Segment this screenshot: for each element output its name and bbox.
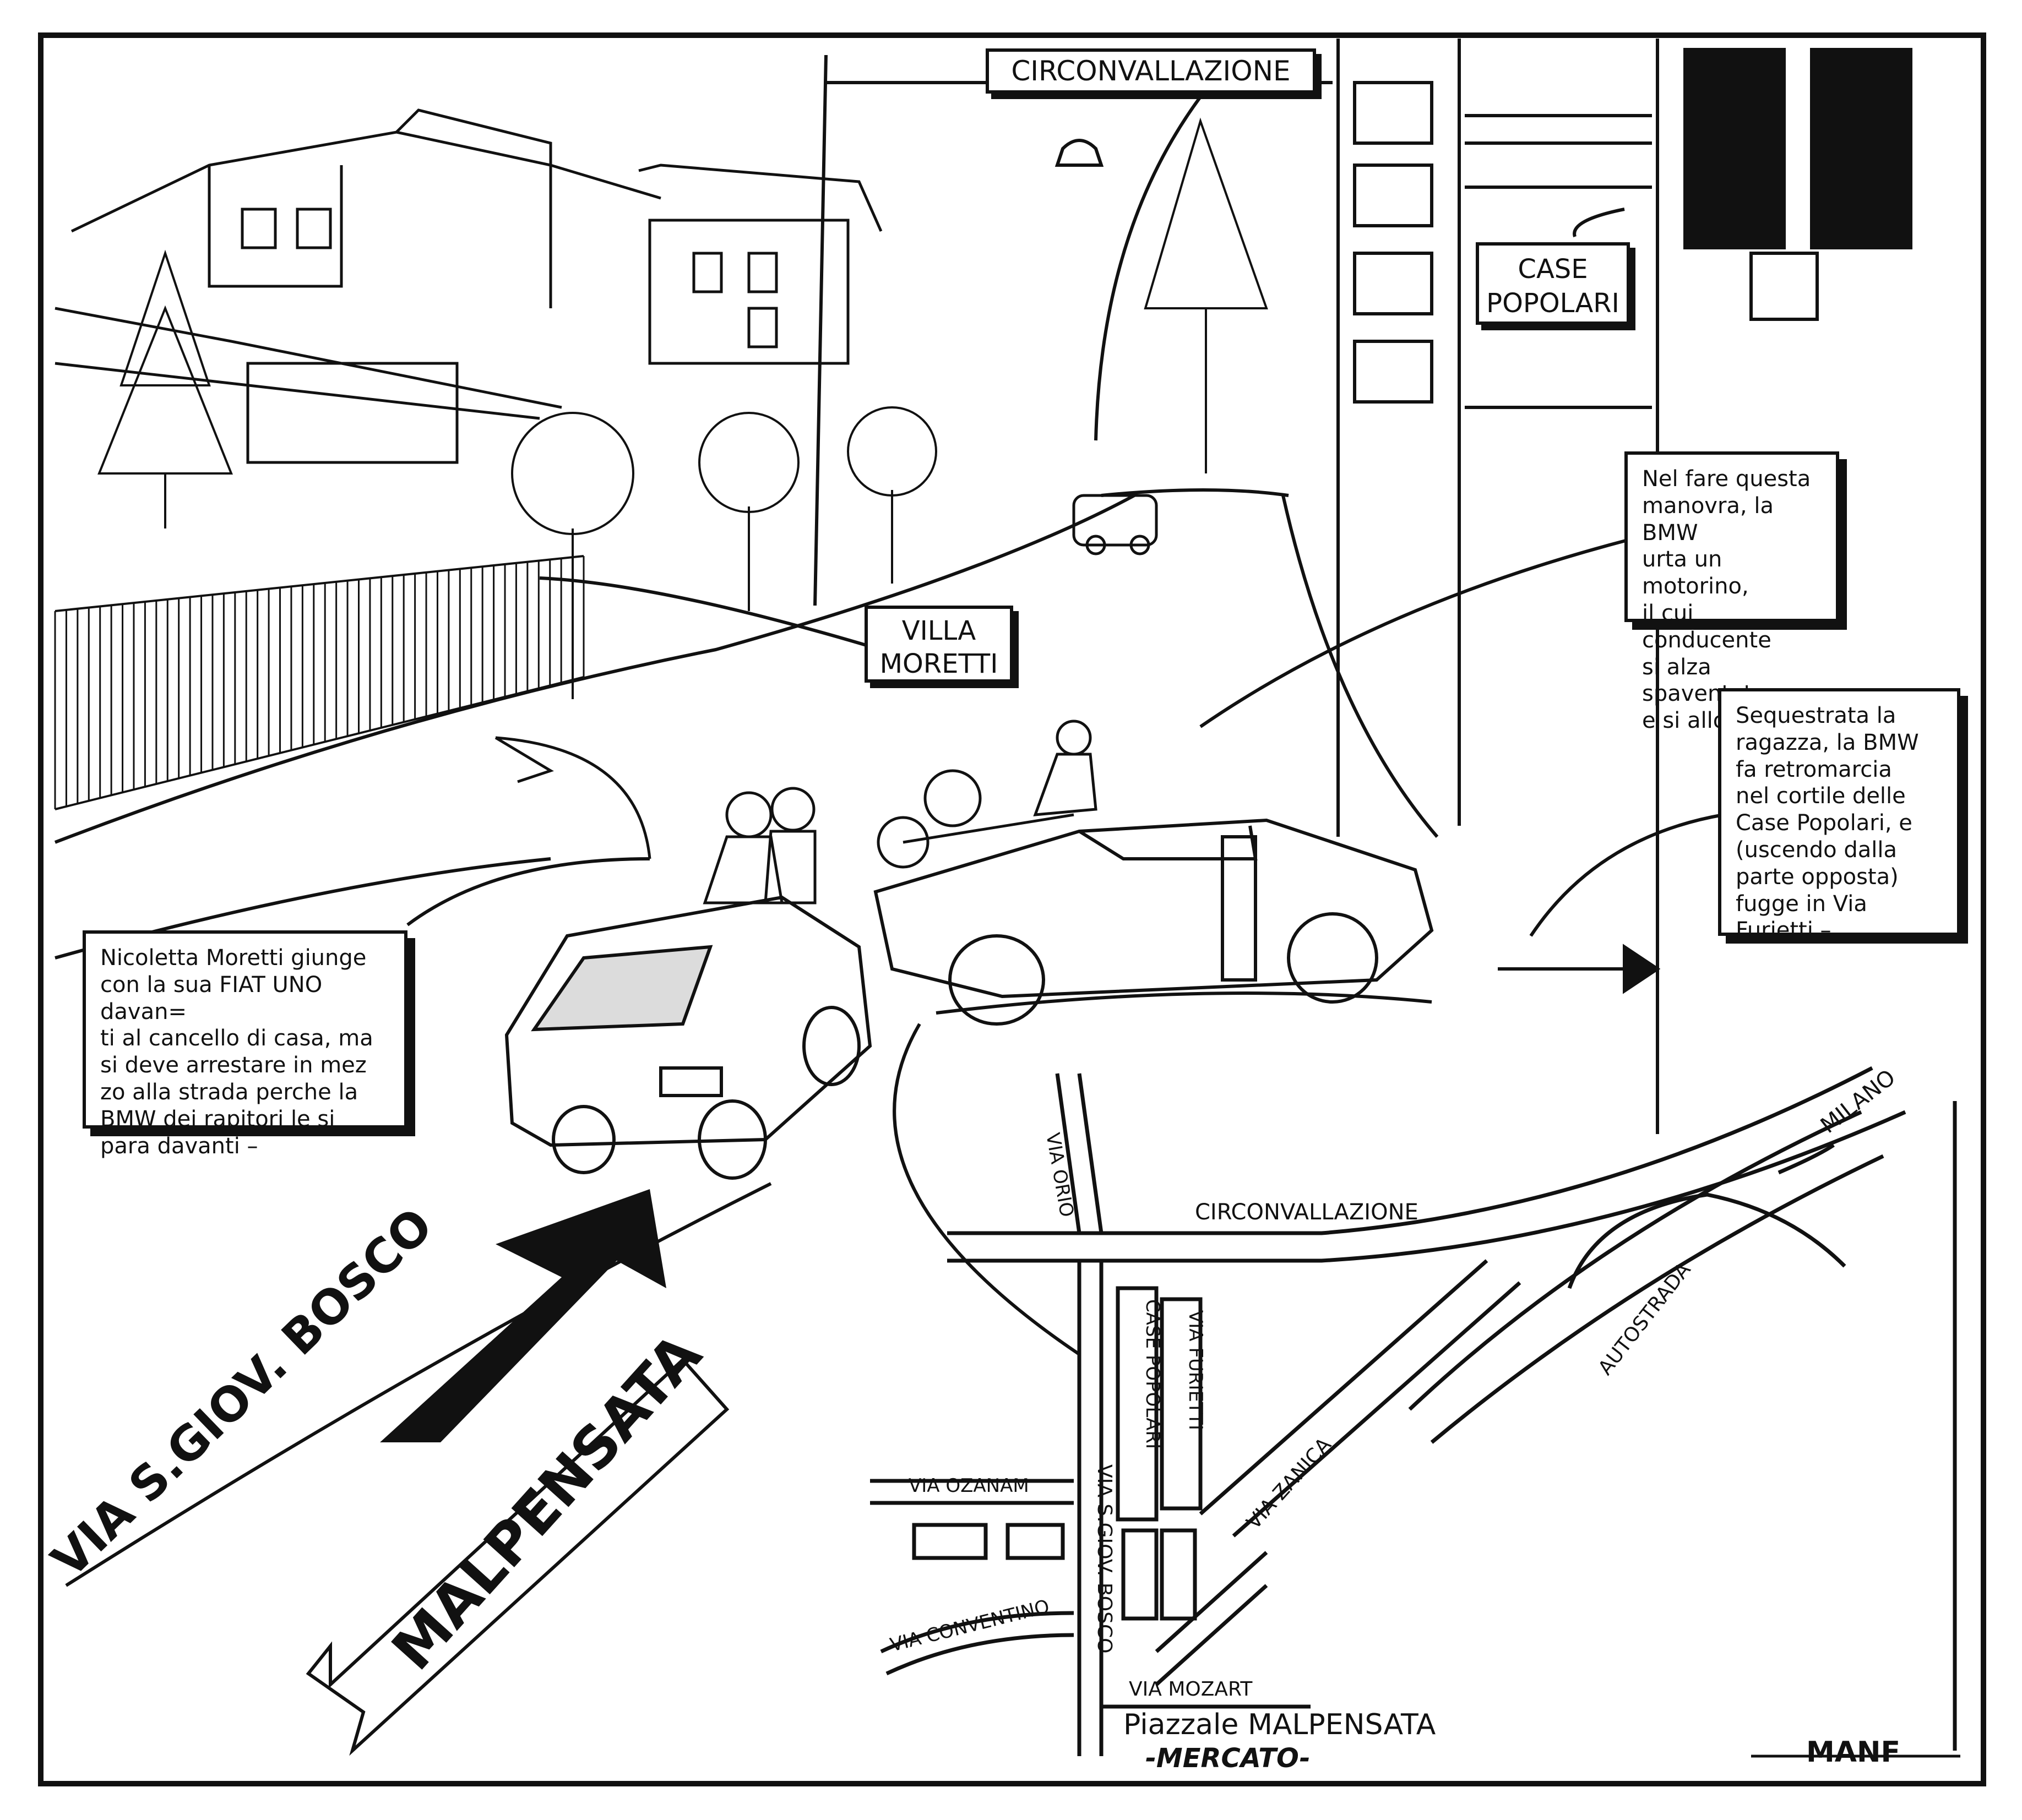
caption-pointers <box>406 81 1724 1356</box>
frame-border <box>38 32 1986 1786</box>
villa-houses-sketch <box>55 108 883 464</box>
sign-villa-moretti: VILLA MORETTI <box>865 606 1013 683</box>
distant-car-sketch <box>1072 494 1158 555</box>
fiat-uno-sketch <box>504 895 872 1180</box>
map-label-via-ozanam: VIA OZANAM <box>909 1475 1029 1497</box>
exit-arrow-sketch <box>1498 944 1661 994</box>
curved-arrow-sketch <box>494 736 651 859</box>
map-label-via-furietti: VIA FURIETTI <box>1184 1310 1206 1430</box>
road-sketch <box>54 488 1439 1587</box>
map-label-circonvallazione: CIRCONVALLAZIONE <box>1195 1200 1418 1225</box>
map-label-via-s-giov-bosco: VIA S.GIOV. BOSCO <box>1093 1464 1116 1653</box>
artist-signature: MANF <box>1806 1736 1900 1769</box>
malpensata-arrow-outline <box>306 1357 730 1756</box>
map-label-mercato: -MERCATO- <box>1145 1743 1311 1774</box>
caption-nicoletta: Nicoletta Moretti giunge con la sua FIAT… <box>83 930 407 1159</box>
figures-sketch <box>703 720 1097 904</box>
map-label-piazzale: Piazzale MALPENSATA <box>1123 1708 1436 1741</box>
map-label-via-zanica: VIA ZANICA <box>1242 1434 1336 1534</box>
sign-circonvallazione: CIRCONVALLAZIONE <box>986 48 1316 94</box>
map-label-autostrada: AUTOSTRADA <box>1594 1258 1695 1379</box>
map-label-via-mozart: VIA MOZART <box>1129 1678 1253 1701</box>
sign-case-popolari: CASE POPOLARI <box>1476 242 1630 325</box>
caption-manovra: Nel fare questa manovra, la BMW urta un … <box>1624 451 1839 733</box>
map-label-case-popolari: CASE POPOLARI <box>1142 1299 1164 1449</box>
bmw-sketch <box>873 818 1434 1026</box>
big-arrow-up <box>380 1189 666 1442</box>
street-map <box>870 1066 1957 1756</box>
fence-bars <box>54 556 585 809</box>
caption-sequestrata: Sequestrata la ragazza, la BMW fa retrom… <box>1718 688 1960 943</box>
